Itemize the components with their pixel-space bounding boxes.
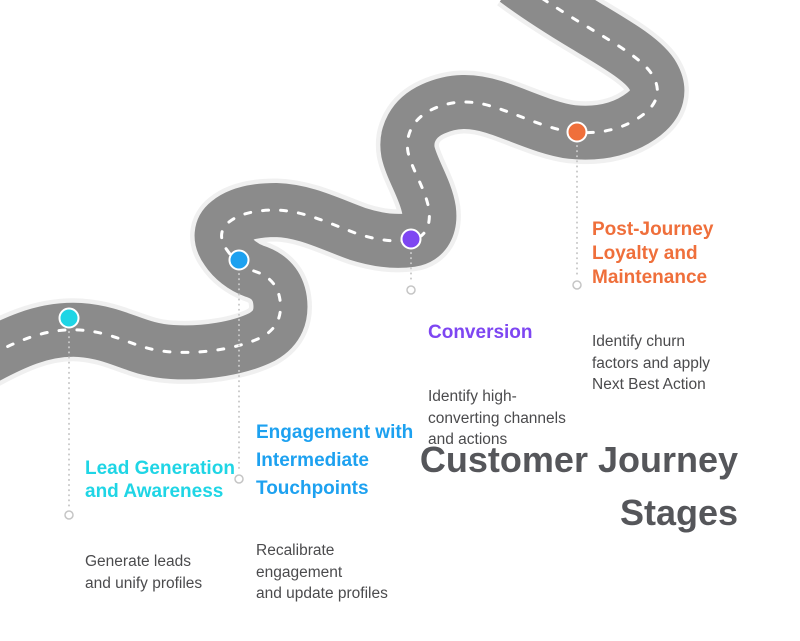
stage-dot-lead-generation-and-awareness [58,307,80,329]
stage-marker-lead-generation-and-awareness [58,307,80,520]
stage-dot-conversion [400,228,422,250]
callout-end-ring [234,474,244,484]
stage-dot-engagement-with-intermediate-touchpoints [228,249,250,271]
callout-end-ring [64,510,74,520]
infographic-canvas: Lead Generation and Awareness Generate l… [0,0,738,602]
stage-dot-post-journey-loyalty-and-maintenance [566,121,588,143]
stage-marker-post-journey-loyalty-and-maintenance [566,121,588,290]
stage-marker-conversion [400,228,422,295]
road-centerline-dashes [0,0,659,354]
road-surface [0,0,685,381]
stage-markers [58,121,588,520]
journey-road-graphic [0,0,689,520]
callout-end-ring [572,280,582,290]
stage-marker-engagement-with-intermediate-touchpoints [228,249,250,484]
callout-end-ring [406,285,416,295]
page-title: Customer Journey Stages [419,439,738,533]
